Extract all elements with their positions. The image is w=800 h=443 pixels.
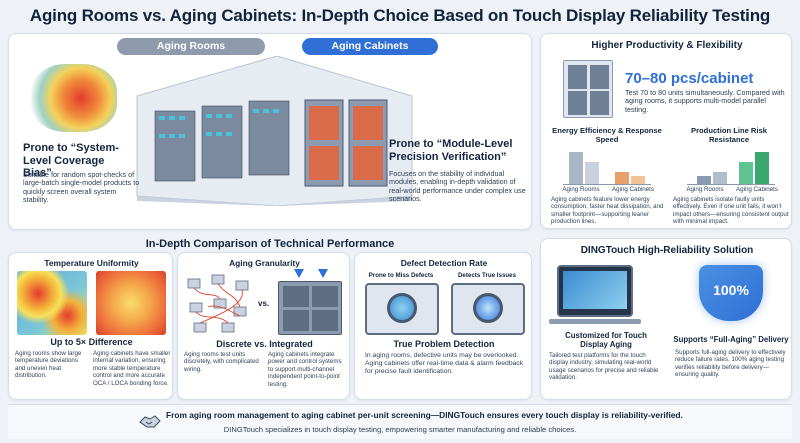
- magnifier-icon: [387, 293, 417, 323]
- energy-cat-cabinets: Aging Cabinets: [612, 186, 654, 193]
- energy-bar-cabinets-2: [631, 176, 645, 184]
- wiring-icon: [187, 274, 249, 333]
- capacity-value: 70–80 pcs/cabinet: [625, 70, 754, 87]
- tablet-miss: [365, 283, 439, 335]
- risk-chart: [687, 150, 775, 184]
- temperature-card: Temperature Uniformity Up to 5× Differen…: [8, 252, 173, 400]
- solution-right-title: Supports “Full-Aging” Delivery: [673, 335, 789, 344]
- risk-bar-rooms-2: [713, 172, 727, 184]
- footer: From aging room management to aging cabi…: [8, 404, 792, 439]
- temperature-title: Temperature Uniformity: [44, 258, 139, 268]
- energy-chart-title: Energy Efficiency & Response Speed: [552, 126, 662, 144]
- vs-label: vs.: [258, 299, 270, 308]
- risk-desc: Aging cabinets isolate faulty units effe…: [673, 196, 789, 226]
- cabinet-temperature-map: [96, 271, 166, 335]
- solution-left-title: Customized for Touch Display Aging: [565, 331, 647, 349]
- defect-big: True Problem Detection: [393, 339, 495, 349]
- defect-body: In aging rooms, defective units may be o…: [365, 352, 524, 375]
- energy-bar-rooms-2: [585, 162, 599, 184]
- cabinets-body: Focuses on the stability of individual m…: [389, 169, 526, 204]
- capacity-body: Test 70 to 80 units simultaneously. Comp…: [625, 88, 785, 114]
- defect-title: Defect Detection Rate: [400, 258, 488, 268]
- rooms-vs-cabinets-panel: Aging Rooms Aging Cabinets Prone to “Sys: [8, 33, 532, 230]
- energy-chart: [563, 150, 651, 184]
- defect-miss-label: Prone to Miss Defects: [368, 272, 434, 279]
- granularity-big: Discrete vs. Integrated: [216, 339, 313, 349]
- solution-right-body: Supports full-aging delivery to effectiv…: [675, 349, 786, 379]
- down-arrow-icon: [294, 269, 304, 278]
- down-arrow-icon-2: [318, 269, 328, 278]
- energy-bar-cabinets: [615, 172, 629, 184]
- productivity-panel: Higher Productivity & Flexibility 70–80 …: [540, 33, 792, 229]
- defect-card: Defect Detection Rate Prone to Miss Defe…: [354, 252, 532, 400]
- temperature-left: Aging rooms show large temperature devia…: [15, 350, 82, 380]
- footer-line1: From aging room management to aging cabi…: [166, 410, 683, 420]
- aging-room-illustration: [136, 56, 413, 206]
- granularity-left: Aging rooms test units discretely, with …: [184, 351, 259, 373]
- rooms-heading: Prone to “System-Level Coverage Bias”: [23, 142, 119, 179]
- granularity-title: Aging Granularity: [229, 258, 300, 268]
- cabinet-icon: [563, 60, 613, 118]
- productivity-heading: Higher Productivity & Flexibility: [591, 40, 743, 51]
- page-title: Aging Rooms vs. Aging Cabinets: In-Depth…: [29, 6, 771, 25]
- comparison-heading: In-Depth Comparison of Technical Perform…: [145, 238, 395, 250]
- risk-bar-cabinets-2: [755, 152, 769, 184]
- solution-left-body: Tailored test platforms for the touch di…: [549, 352, 659, 382]
- shield-icon: 100%: [699, 265, 763, 321]
- integrated-cabinet: [278, 281, 342, 335]
- energy-bar-rooms: [569, 152, 583, 184]
- risk-chart-title: Production Line Risk Resistance: [691, 126, 767, 144]
- tab-aging-cabinets[interactable]: Aging Cabinets: [302, 38, 438, 55]
- solution-panel: DINGTouch High-Reliability Solution 100%…: [540, 238, 792, 400]
- shelf-rack-icon: [154, 100, 290, 182]
- cabinets-heading: Prone to “Module-Level Precision Verific…: [389, 138, 513, 163]
- rooms-body: Suitable for random spot-checks of large…: [23, 170, 140, 205]
- defect-true-label: Detects True Issues: [457, 272, 517, 279]
- energy-desc: Aging cabinets feature lower energy cons…: [551, 196, 664, 226]
- risk-cat-rooms: Aging Rooms: [686, 186, 724, 193]
- solution-heading: DINGTouch High-Reliability Solution: [580, 245, 754, 256]
- badge-value: 100%: [713, 282, 749, 298]
- cabinet-icon: [304, 99, 388, 187]
- risk-bar-cabinets: [739, 162, 753, 184]
- magnifier-icon: [473, 293, 503, 323]
- granularity-right: Aging cabinets integrate power and contr…: [268, 351, 342, 388]
- laptop-icon: [557, 265, 633, 317]
- granularity-card: Aging Granularity vs. Discrete vs. Integ…: [177, 252, 350, 400]
- risk-cat-cabinets: Aging Cabinets: [736, 186, 778, 193]
- energy-cat-rooms: Aging Rooms: [562, 186, 600, 193]
- handshake-icon: [139, 415, 161, 428]
- laptop-base: [549, 319, 641, 324]
- temperature-right: Aging cabinets have smaller internal var…: [93, 350, 171, 387]
- heatmap-icon: [31, 64, 117, 132]
- footer-line2: DINGTouch specializes in touch display t…: [223, 425, 577, 434]
- tablet-true: [451, 283, 525, 335]
- heatmap-icon: [17, 271, 87, 335]
- temperature-big: Up to 5× Difference: [50, 337, 133, 347]
- risk-bar-rooms: [697, 176, 711, 184]
- tab-aging-rooms[interactable]: Aging Rooms: [117, 38, 265, 55]
